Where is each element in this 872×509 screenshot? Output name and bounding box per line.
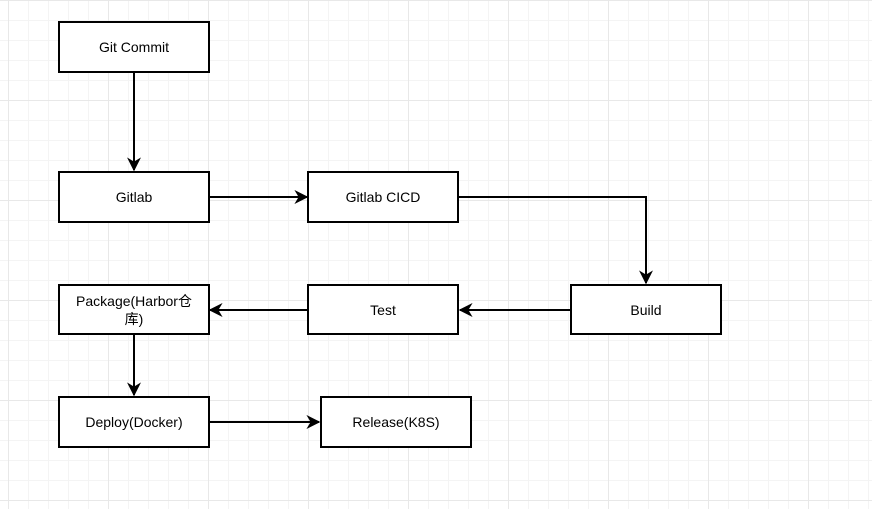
node-gitlab-cicd[interactable]: Gitlab CICD: [307, 171, 459, 223]
node-package[interactable]: Package(Harbor仓 库): [58, 284, 210, 335]
node-deploy-label: Deploy(Docker): [85, 414, 182, 430]
node-git-commit-label: Git Commit: [99, 39, 169, 55]
node-deploy[interactable]: Deploy(Docker): [58, 396, 210, 448]
node-git-commit[interactable]: Git Commit: [58, 21, 210, 73]
node-build-label: Build: [630, 302, 661, 318]
node-gitlab-cicd-label: Gitlab CICD: [346, 189, 421, 205]
node-build[interactable]: Build: [570, 284, 722, 335]
node-gitlab-label: Gitlab: [116, 189, 153, 205]
node-test[interactable]: Test: [307, 284, 459, 335]
node-package-label-line1: Package(Harbor仓: [76, 293, 192, 309]
node-package-label-line2: 库): [125, 311, 144, 327]
node-release[interactable]: Release(K8S): [320, 396, 472, 448]
node-gitlab[interactable]: Gitlab: [58, 171, 210, 223]
node-test-label: Test: [370, 302, 396, 318]
node-release-label: Release(K8S): [352, 414, 439, 430]
edge-cicd-build: [458, 196, 653, 285]
